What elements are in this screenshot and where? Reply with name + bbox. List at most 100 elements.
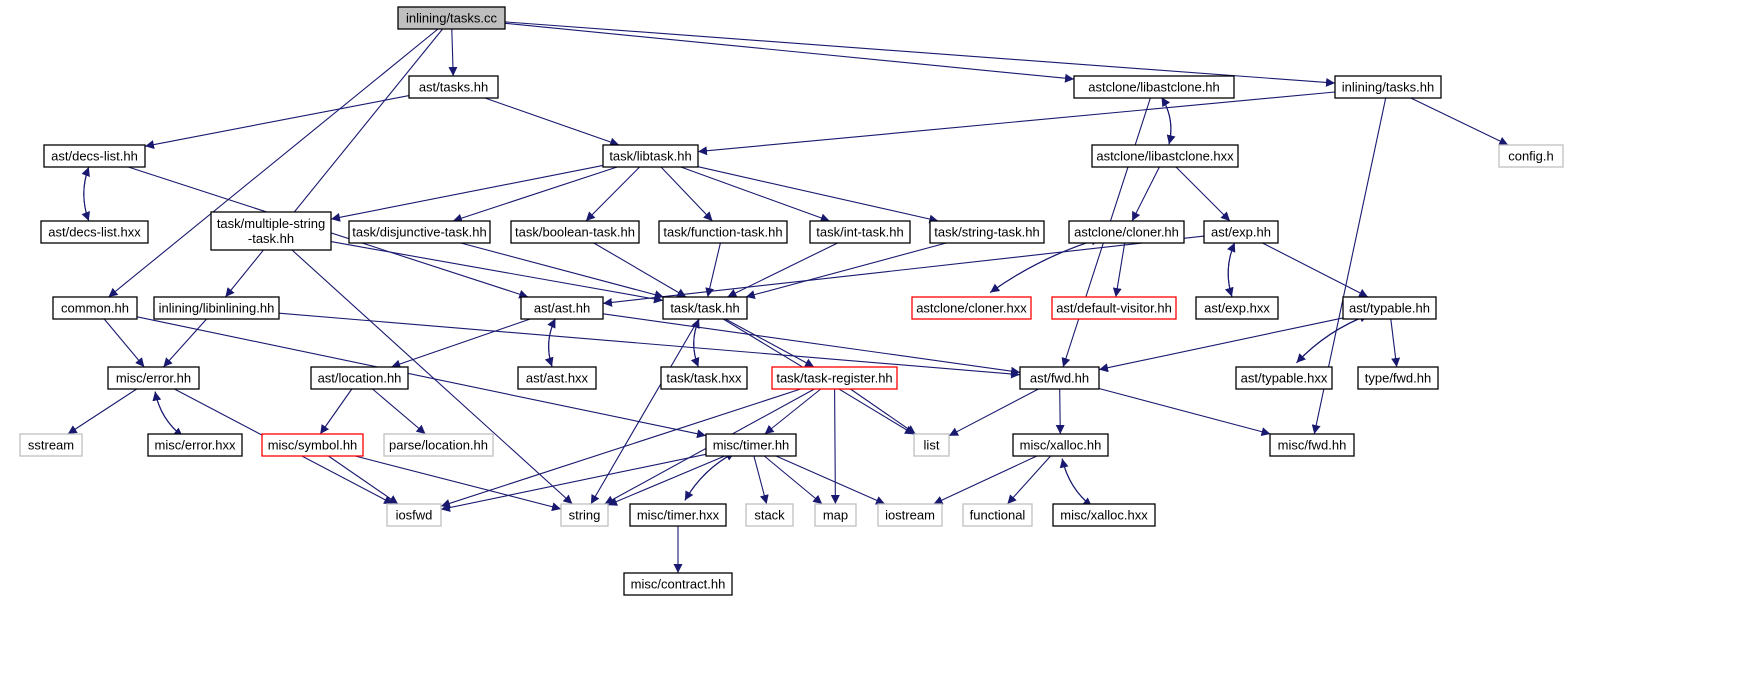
node-label-func: task/function-task.hh: [663, 225, 782, 240]
edge-xalloc-to-iostream: [933, 455, 1038, 505]
node-libinl[interactable]: inlining/libinlining.hh: [153, 296, 280, 320]
edge-symbol-to-string: [355, 455, 562, 512]
node-label-functional: functional: [970, 508, 1026, 523]
node-error_hxx[interactable]: misc/error.hxx: [147, 433, 243, 457]
edge-decs_list_hxx-to-decs_list: [81, 166, 90, 222]
edge-symbol-to-iosfwd: [328, 455, 399, 505]
edge-libtask-to-multi: [330, 164, 604, 222]
node-label-ast: ast/ast.hh: [534, 301, 590, 316]
node-box-decs_list_hxx: [40, 220, 149, 244]
node-box-xalloc_hxx: [1052, 503, 1156, 527]
node-symbol[interactable]: misc/symbol.hh: [261, 433, 364, 457]
edge-error-to-error_hxx: [154, 391, 184, 438]
node-cloner[interactable]: astclone/cloner.hh: [1068, 220, 1185, 244]
edge-timer-to-stack: [753, 455, 769, 505]
edge-common-to-timer: [136, 316, 707, 439]
nodes-layer: inlining/tasks.cc ast/tasks.hh astclone/li…: [19, 6, 1564, 596]
edge-cloner-to-defvis: [1112, 242, 1126, 298]
node-error[interactable]: misc/error.hh: [107, 366, 200, 390]
edge-libtask-to-strt: [697, 166, 939, 224]
node-exp[interactable]: ast/exp.hh: [1203, 220, 1279, 244]
edge-libtask-to-func: [660, 166, 713, 222]
node-timer[interactable]: misc/timer.hh: [705, 433, 797, 457]
node-label-cloner: astclone/cloner.hh: [1074, 225, 1179, 240]
node-multi[interactable]: task/multiple-string-task.hh: [210, 211, 332, 251]
node-ast[interactable]: ast/ast.hh: [520, 296, 604, 320]
node-decs_list_hxx[interactable]: ast/decs-list.hxx: [40, 220, 149, 244]
node-parseloc[interactable]: parse/location.hh: [383, 433, 494, 457]
node-box-timer: [705, 433, 797, 457]
node-astclone_lib[interactable]: astclone/libastclone.hh: [1073, 75, 1235, 99]
node-box-error_hxx: [147, 433, 243, 457]
node-label-libinl: inlining/libinlining.hh: [159, 301, 275, 316]
node-astclone_hxx[interactable]: astclone/libastclone.hxx: [1091, 144, 1239, 168]
node-functional[interactable]: functional: [962, 503, 1033, 527]
node-box-libtask: [602, 144, 699, 168]
node-box-config: [1498, 144, 1564, 168]
edge-astclone_hxx-to-exp: [1175, 166, 1231, 222]
node-disj[interactable]: task/disjunctive-task.hh: [348, 220, 491, 244]
node-label-task_hxx: task/task.hxx: [666, 371, 742, 386]
node-contract[interactable]: misc/contract.hh: [623, 572, 733, 596]
node-taskreg[interactable]: task/task-register.hh: [771, 366, 898, 390]
node-label-multi: task/multiple-string-task.hh: [217, 216, 325, 246]
edge-exp_hxx-to-exp: [1227, 242, 1236, 297]
node-inl_tasks[interactable]: inlining/tasks.hh: [1334, 75, 1442, 99]
node-stack[interactable]: stack: [745, 503, 794, 527]
node-fwd[interactable]: ast/fwd.hh: [1019, 366, 1100, 390]
node-label-config: config.h: [1508, 149, 1554, 164]
node-config[interactable]: config.h: [1498, 144, 1564, 168]
node-box-common: [52, 296, 138, 320]
node-label-timer_hxx: misc/timer.hxx: [637, 508, 720, 523]
node-label-string: string: [569, 508, 601, 523]
edge-error_hxx-to-error: [152, 391, 184, 438]
node-typefwd[interactable]: type/fwd.hh: [1357, 366, 1439, 390]
edge-timer-to-timer_hxx: [684, 451, 736, 501]
node-func[interactable]: task/function-task.hh: [658, 220, 788, 244]
node-strt[interactable]: task/string-task.hh: [929, 220, 1045, 244]
node-sstream[interactable]: sstream: [19, 433, 83, 457]
edge-timer-to-iostream: [775, 455, 886, 505]
node-label-strt: task/string-task.hh: [934, 225, 1040, 240]
node-box-bool: [510, 220, 640, 244]
node-common[interactable]: common.hh: [52, 296, 138, 320]
node-string[interactable]: string: [560, 503, 609, 527]
node-location[interactable]: ast/location.hh: [310, 366, 409, 390]
node-root[interactable]: inlining/tasks.cc: [397, 6, 506, 30]
edge-root-to-astclone_lib: [504, 22, 1075, 83]
node-iosfwd[interactable]: iosfwd: [386, 503, 442, 527]
node-ast_hxx[interactable]: ast/ast.hxx: [517, 366, 597, 390]
node-box-disj: [348, 220, 491, 244]
node-list[interactable]: list: [913, 433, 950, 457]
node-decs_list[interactable]: ast/decs-list.hh: [43, 144, 146, 168]
node-ast_tasks[interactable]: ast/tasks.hh: [408, 75, 499, 99]
node-iostream[interactable]: iostream: [877, 503, 943, 527]
node-miscfwd[interactable]: misc/fwd.hh: [1269, 433, 1355, 457]
edge-bool-to-task: [593, 242, 687, 298]
node-libtask[interactable]: task/libtask.hh: [602, 144, 699, 168]
edge-timer_hxx-to-timer: [684, 451, 736, 501]
node-typable_hxx[interactable]: ast/typable.hxx: [1235, 366, 1333, 390]
node-intt[interactable]: task/int-task.hh: [809, 220, 911, 244]
node-xalloc_hxx[interactable]: misc/xalloc.hxx: [1052, 503, 1156, 527]
node-task_hxx[interactable]: task/task.hxx: [660, 366, 748, 390]
node-xalloc[interactable]: misc/xalloc.hh: [1012, 433, 1109, 457]
node-defvis[interactable]: ast/default-visitor.hh: [1051, 296, 1177, 320]
node-label-bool: task/boolean-task.hh: [515, 225, 635, 240]
edge-xalloc_hxx-to-xalloc: [1059, 458, 1093, 508]
node-box-ast_tasks: [408, 75, 499, 99]
node-timer_hxx[interactable]: misc/timer.hxx: [629, 503, 727, 527]
node-bool[interactable]: task/boolean-task.hh: [510, 220, 640, 244]
edge-ast-to-location: [391, 318, 531, 369]
node-task[interactable]: task/task.hh: [662, 296, 748, 320]
node-box-map: [814, 503, 857, 527]
node-map[interactable]: map: [814, 503, 857, 527]
node-typable[interactable]: ast/typable.hh: [1342, 296, 1437, 320]
node-cloner_hxx[interactable]: astclone/cloner.hxx: [911, 296, 1032, 320]
node-box-astclone_lib: [1073, 75, 1235, 99]
node-label-miscfwd: misc/fwd.hh: [1278, 438, 1347, 453]
node-exp_hxx[interactable]: ast/exp.hxx: [1195, 296, 1279, 320]
edge-inl_tasks-to-miscfwd: [1311, 97, 1387, 435]
edge-ast_hxx-to-ast: [547, 318, 556, 367]
node-box-iostream: [877, 503, 943, 527]
